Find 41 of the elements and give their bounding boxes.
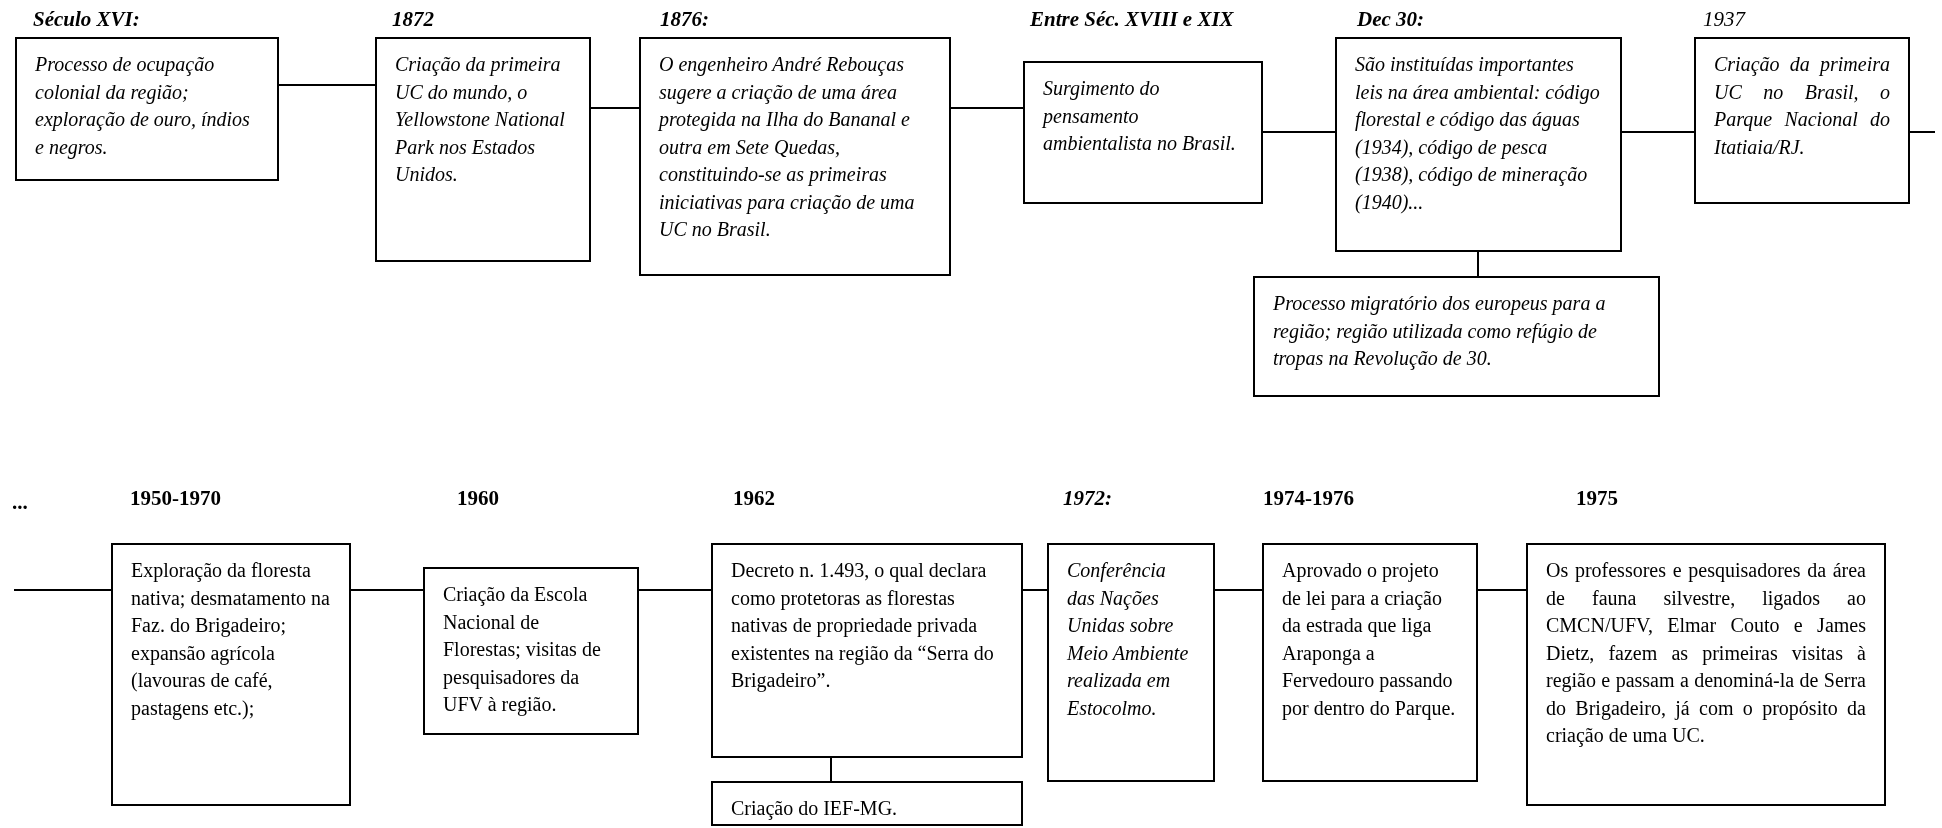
year-heading: 1960 [457,485,499,511]
continuation-mark: ... [12,490,28,515]
event-text: O engenheiro André Rebouças sugere a criação de uma área protegida na Ilha do Bananal e outra em Sete Quedas, constituindo-se as primeiras iniciativas para criação de uma UC no Brasil. [659,52,916,242]
event-text: Processo migratório dos europeus para a região; região utilizada como refúgio de tropas na Revolução de 30. [1273,291,1607,372]
event-text: Processo de ocupação colonial da região; exploração de ouro, índios e negros. [35,52,251,161]
connector-line [1477,251,1479,277]
event-text: Surgimento do pensamento ambientalista no Brasil. [1043,76,1237,156]
year-heading: 1962 [733,485,775,511]
year-heading: 1872 [392,6,434,32]
connector-line [278,84,376,86]
year-heading: Século XVI: [33,6,140,32]
connector-line [590,107,640,109]
connector-line [638,589,712,591]
event-text: São instituídas importantes leis na área ambiental: código florestal e código das águas (1934), código de pesca (1938), código de mineração (1940)... [1355,52,1601,216]
connector-line [350,589,424,591]
event-text: Os professores e pesquisadores da área de fauna silvestre, ligados ao CMCN/UFV, Elmar Couto e James Dietz, fazem as primeiras visitas à região e passam a denominá-la de Serra do Brigadeiro, já com o propósito da criação de uma UC. [1546,558,1866,749]
connector-line [1621,131,1695,133]
event-text: Criação da primeira UC no Brasil, o Parque Nacional do Itatiaia/RJ. [1714,52,1890,160]
connector-line [950,107,1024,109]
year-heading: 1876: [660,6,709,32]
event-text: Criação da Escola Nacional de Florestas; visitas de pesquisadores da UFV à região. [443,582,602,718]
year-heading: 1974-1976 [1263,485,1354,511]
year-heading: Dec 30: [1357,6,1425,32]
year-heading: 1975 [1576,485,1618,511]
year-heading: 1972: [1063,485,1112,511]
connector-line [1262,131,1336,133]
connector-line [1214,589,1263,591]
year-heading: 1937 [1703,6,1745,32]
event-text: Criação do IEF-MG. [731,796,899,822]
event-text: Exploração da floresta nativa; desmatamento na Faz. do Brigadeiro; expansão agrícola (lavouras de café, pastagens etc.); [131,558,331,722]
connector-line [1022,589,1048,591]
year-heading: 1950-1970 [130,485,221,511]
event-text: Conferência das Nações Unidas sobre Meio Ambiente realizada em Estocolmo. [1067,558,1190,721]
event-text: Decreto n. 1.493, o qual declara como protetoras as florestas nativas de propriedade privada existentes na região da “Serra do Brigadeiro”. [731,558,995,694]
connector-line [13,589,112,591]
connector-line [1477,589,1527,591]
event-text: Aprovado o projeto de lei para a criação da estrada que liga Araponga a Fervedouro passando por dentro do Parque. [1282,558,1457,722]
year-heading: Entre Séc. XVIII e XIX [1030,6,1234,32]
connector-line [1909,131,1936,133]
connector-line [830,757,832,782]
event-text: Criação da primeira UC do mundo, o Yellowstone National Park nos Estados Unidos. [395,52,566,187]
